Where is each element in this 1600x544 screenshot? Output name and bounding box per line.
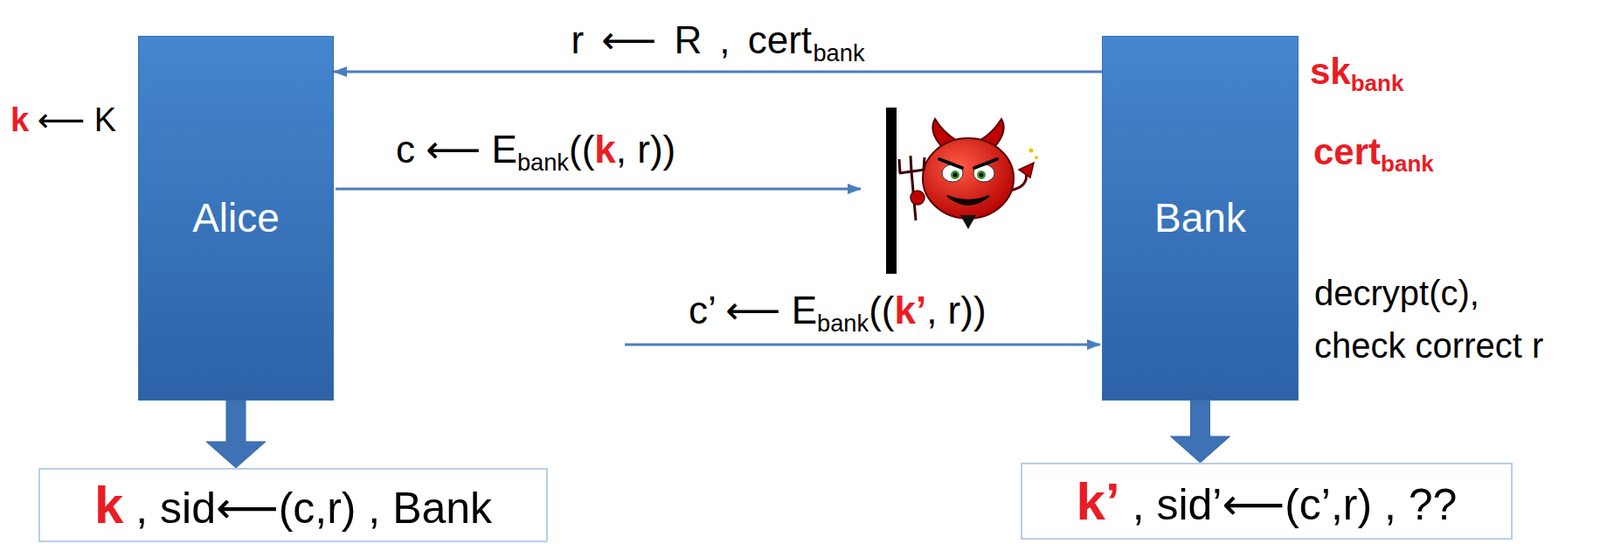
label: k — [10, 101, 29, 140]
node-text: , sid⟵(c,r) , Bank — [135, 483, 492, 534]
node-text: k — [94, 474, 124, 535]
subscript-label: bank — [817, 309, 869, 337]
text-row: k’, sid’⟵(c’,r) , ?? — [1076, 470, 1458, 532]
label: check correct r — [1314, 325, 1544, 366]
label: k’ — [893, 288, 927, 333]
intercepted-arrow — [335, 187, 861, 191]
subscript-label: bank — [812, 39, 865, 67]
block-arrow — [1170, 400, 1231, 463]
node-text: Bank — [1154, 194, 1247, 242]
node-text: Alice — [192, 194, 280, 242]
edge-label: r ⟵ R , cert — [570, 18, 812, 63]
label: sk — [1309, 50, 1351, 93]
text-row: k, sid⟵(c,r) , Bank — [94, 474, 492, 535]
label: decrypt(c), — [1314, 272, 1480, 313]
label-group: skbank — [1309, 50, 1404, 93]
subscript-label: bank — [1380, 151, 1434, 178]
message-arrow — [333, 70, 1102, 74]
label-group: decrypt(c), — [1314, 272, 1480, 313]
label: (( — [568, 127, 595, 173]
label: c’ ⟵ E — [688, 288, 818, 333]
block-arrow — [206, 400, 266, 468]
label-group: c ⟵ Ebank((k, r)) — [395, 127, 676, 173]
node-text: , sid’⟵(c’,r) , ?? — [1132, 479, 1458, 531]
party-box: Bank — [1101, 35, 1299, 401]
label-group: k⟵ K — [10, 101, 117, 140]
label: (( — [868, 288, 894, 333]
label: ⟵ K — [37, 101, 117, 140]
barrier — [886, 107, 897, 274]
label-group: c’ ⟵ Ebank((k’, r)) — [688, 288, 987, 333]
label: c ⟵ E — [395, 127, 518, 173]
label: cert — [1313, 131, 1381, 174]
subscript-label: bank — [1350, 70, 1405, 97]
output-box: k’, sid’⟵(c’,r) , ?? — [1020, 462, 1513, 540]
label: k — [594, 127, 616, 173]
devil-figure — [899, 118, 1039, 229]
text-row: Alice — [192, 194, 280, 242]
label-group: check correct r — [1314, 325, 1544, 366]
node-text: k’ — [1076, 470, 1121, 532]
forged-arrow — [624, 343, 1101, 347]
label: , r)) — [616, 127, 676, 173]
label: , r)) — [926, 288, 986, 333]
subscript-label: bank — [517, 148, 569, 176]
text-row: Bank — [1154, 194, 1247, 242]
party-box: Alice — [138, 35, 334, 401]
output-box: k, sid⟵(c,r) , Bank — [38, 467, 548, 542]
label-group: certbank — [1313, 131, 1434, 174]
edge-label-group: r ⟵ R , certbank — [570, 18, 865, 63]
